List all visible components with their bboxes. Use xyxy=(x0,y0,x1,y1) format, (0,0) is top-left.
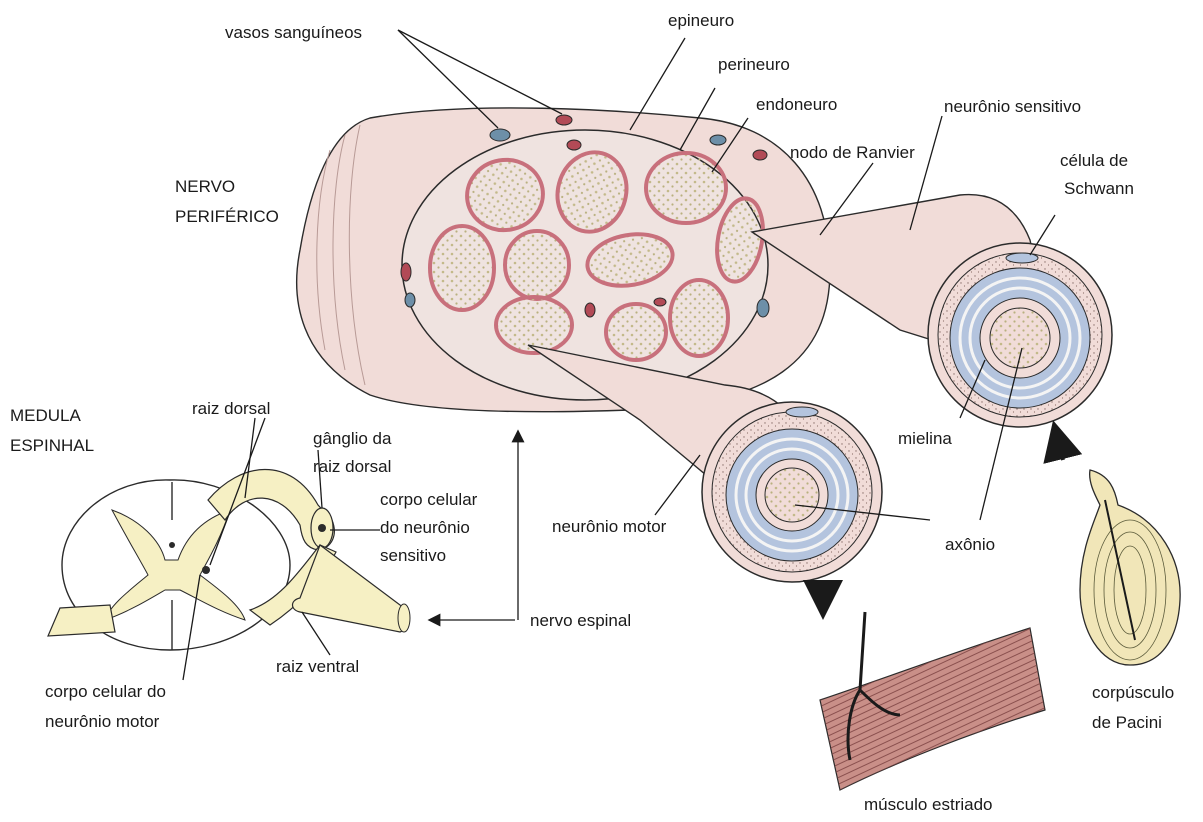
label-corpo-sensitivo-1: corpo celular xyxy=(380,490,478,509)
schwann-cell xyxy=(1006,253,1038,263)
label-corpo-sensitivo-2: do neurônio xyxy=(380,518,470,537)
label-neuronio-motor: neurônio motor xyxy=(552,517,667,536)
label-nodo-ranvier: nodo de Ranvier xyxy=(790,143,915,162)
label-musculo-estriado: músculo estriado xyxy=(864,795,993,814)
label-nervo-periferico-2: PERIFÉRICO xyxy=(175,207,279,226)
label-raiz-dorsal: raiz dorsal xyxy=(192,399,270,418)
label-medula-1: MEDULA xyxy=(10,406,82,425)
label-perineuro: perineuro xyxy=(718,55,790,74)
label-nervo-espinal: nervo espinal xyxy=(530,611,631,630)
label-corpo-sensitivo-3: sensitivo xyxy=(380,546,446,565)
label-neuronio-sensitivo: neurônio sensitivo xyxy=(944,97,1081,116)
pacinian-corpuscle xyxy=(1080,470,1180,665)
motor-fiber xyxy=(528,345,882,582)
label-raiz-ventral: raiz ventral xyxy=(276,657,359,676)
label-corpo-motor-2: neurônio motor xyxy=(45,712,160,731)
label-epineuro: epineuro xyxy=(668,11,734,30)
label-mielina: mielina xyxy=(898,429,952,448)
label-vasos-sanguineos: vasos sanguíneos xyxy=(225,23,362,42)
label-endoneuro: endoneuro xyxy=(756,95,837,114)
label-pacini-2: de Pacini xyxy=(1092,713,1162,732)
label-axonio: axônio xyxy=(945,535,995,554)
striated-muscle xyxy=(820,612,1045,790)
label-corpo-motor-1: corpo celular do xyxy=(45,682,166,701)
label-ganglio-2: raiz dorsal xyxy=(313,457,391,476)
label-nervo-periferico-1: NERVO xyxy=(175,177,235,196)
label-pacini-1: corpúsculo xyxy=(1092,683,1174,702)
label-medula-2: ESPINHAL xyxy=(10,436,94,455)
spinal-cord xyxy=(48,469,410,650)
label-ganglio-1: gânglio da xyxy=(313,429,392,448)
label-celula-schwann-2: Schwann xyxy=(1064,179,1134,198)
label-celula-schwann-1: célula de xyxy=(1060,151,1128,170)
motor-cell-body xyxy=(202,566,210,574)
